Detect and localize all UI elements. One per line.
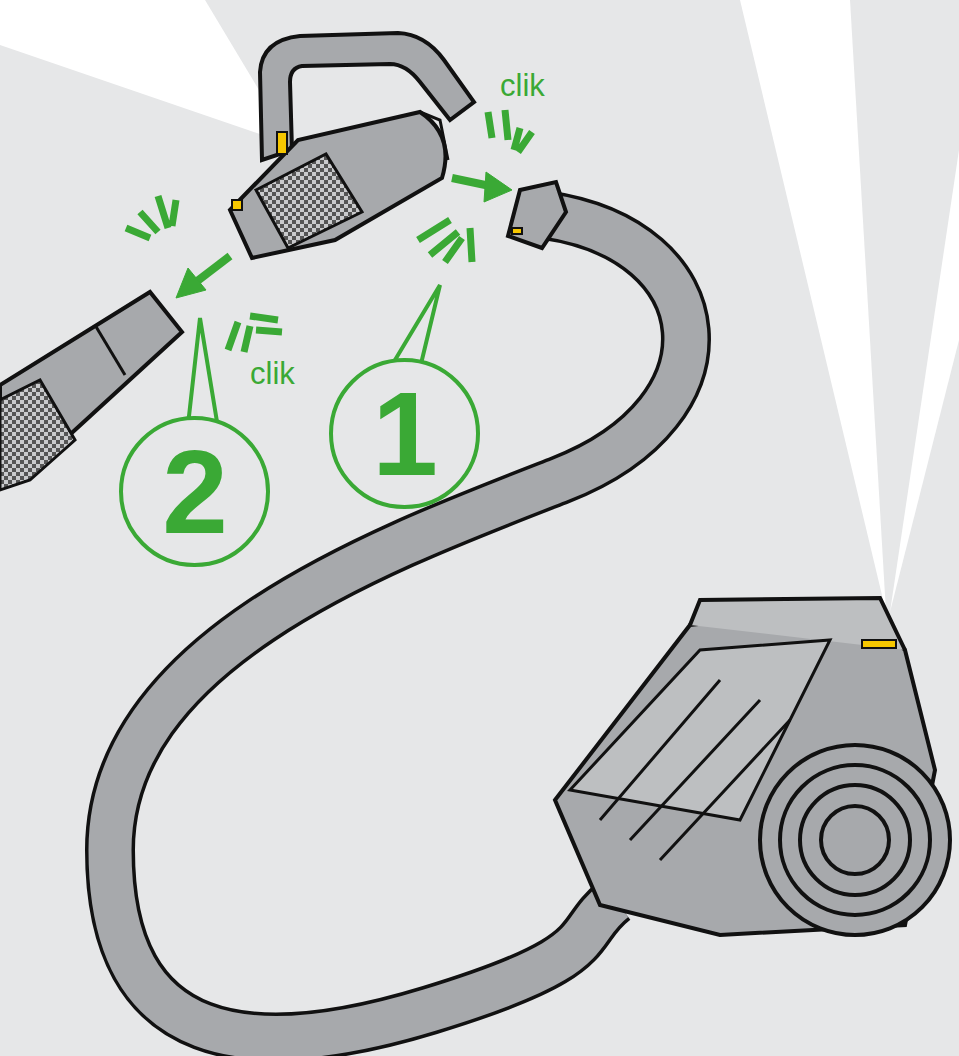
vacuum-cleaner-part [862,640,896,648]
wand-handle-part [256,154,362,248]
wand-tube-part [0,380,75,490]
insert-arrow-part [484,172,512,202]
insert-arrow-part [176,268,206,298]
click-burst-part [228,316,282,352]
hose-part [110,215,686,1038]
hose-connector [508,182,566,248]
vacuum-cleaner-part [800,785,910,895]
wand-handle-part [420,112,448,160]
click-label: clik [250,358,295,389]
callout-leader-part [188,318,218,428]
callout-ring [331,360,478,507]
wand-handle-part [277,132,287,154]
callout-number: 2 [162,433,228,551]
callout-circle: 2 [119,416,270,567]
callout-circle: 1 [329,358,480,509]
wand-handle-part [230,112,446,258]
vacuum-cleaner-part [821,806,889,874]
vacuum-cleaner [555,598,950,935]
hose [110,215,686,1038]
insert-arrow [176,172,512,298]
click-burst-part [126,196,176,238]
hose-part [110,215,686,1038]
wand-tube-part [95,325,125,375]
click-burst-part [418,220,472,262]
click-burst [126,110,532,352]
callout-number: 1 [372,375,438,493]
light-beam-part [890,150,959,612]
light-beam-part [0,0,292,145]
click-burst-part [488,110,532,152]
callout-leader-part [392,285,440,368]
callout-ring [121,418,268,565]
vacuum-cleaner-part [760,745,950,935]
vacuum-cleaner-part [780,765,930,915]
hose-connector-part [512,228,522,234]
hose-connector-part [508,182,566,248]
light-beam-part [740,0,886,612]
wand-handle-part [232,200,242,210]
insert-arrow-part [196,256,230,282]
click-label: clik [500,70,545,101]
insert-arrow-part [452,178,490,186]
